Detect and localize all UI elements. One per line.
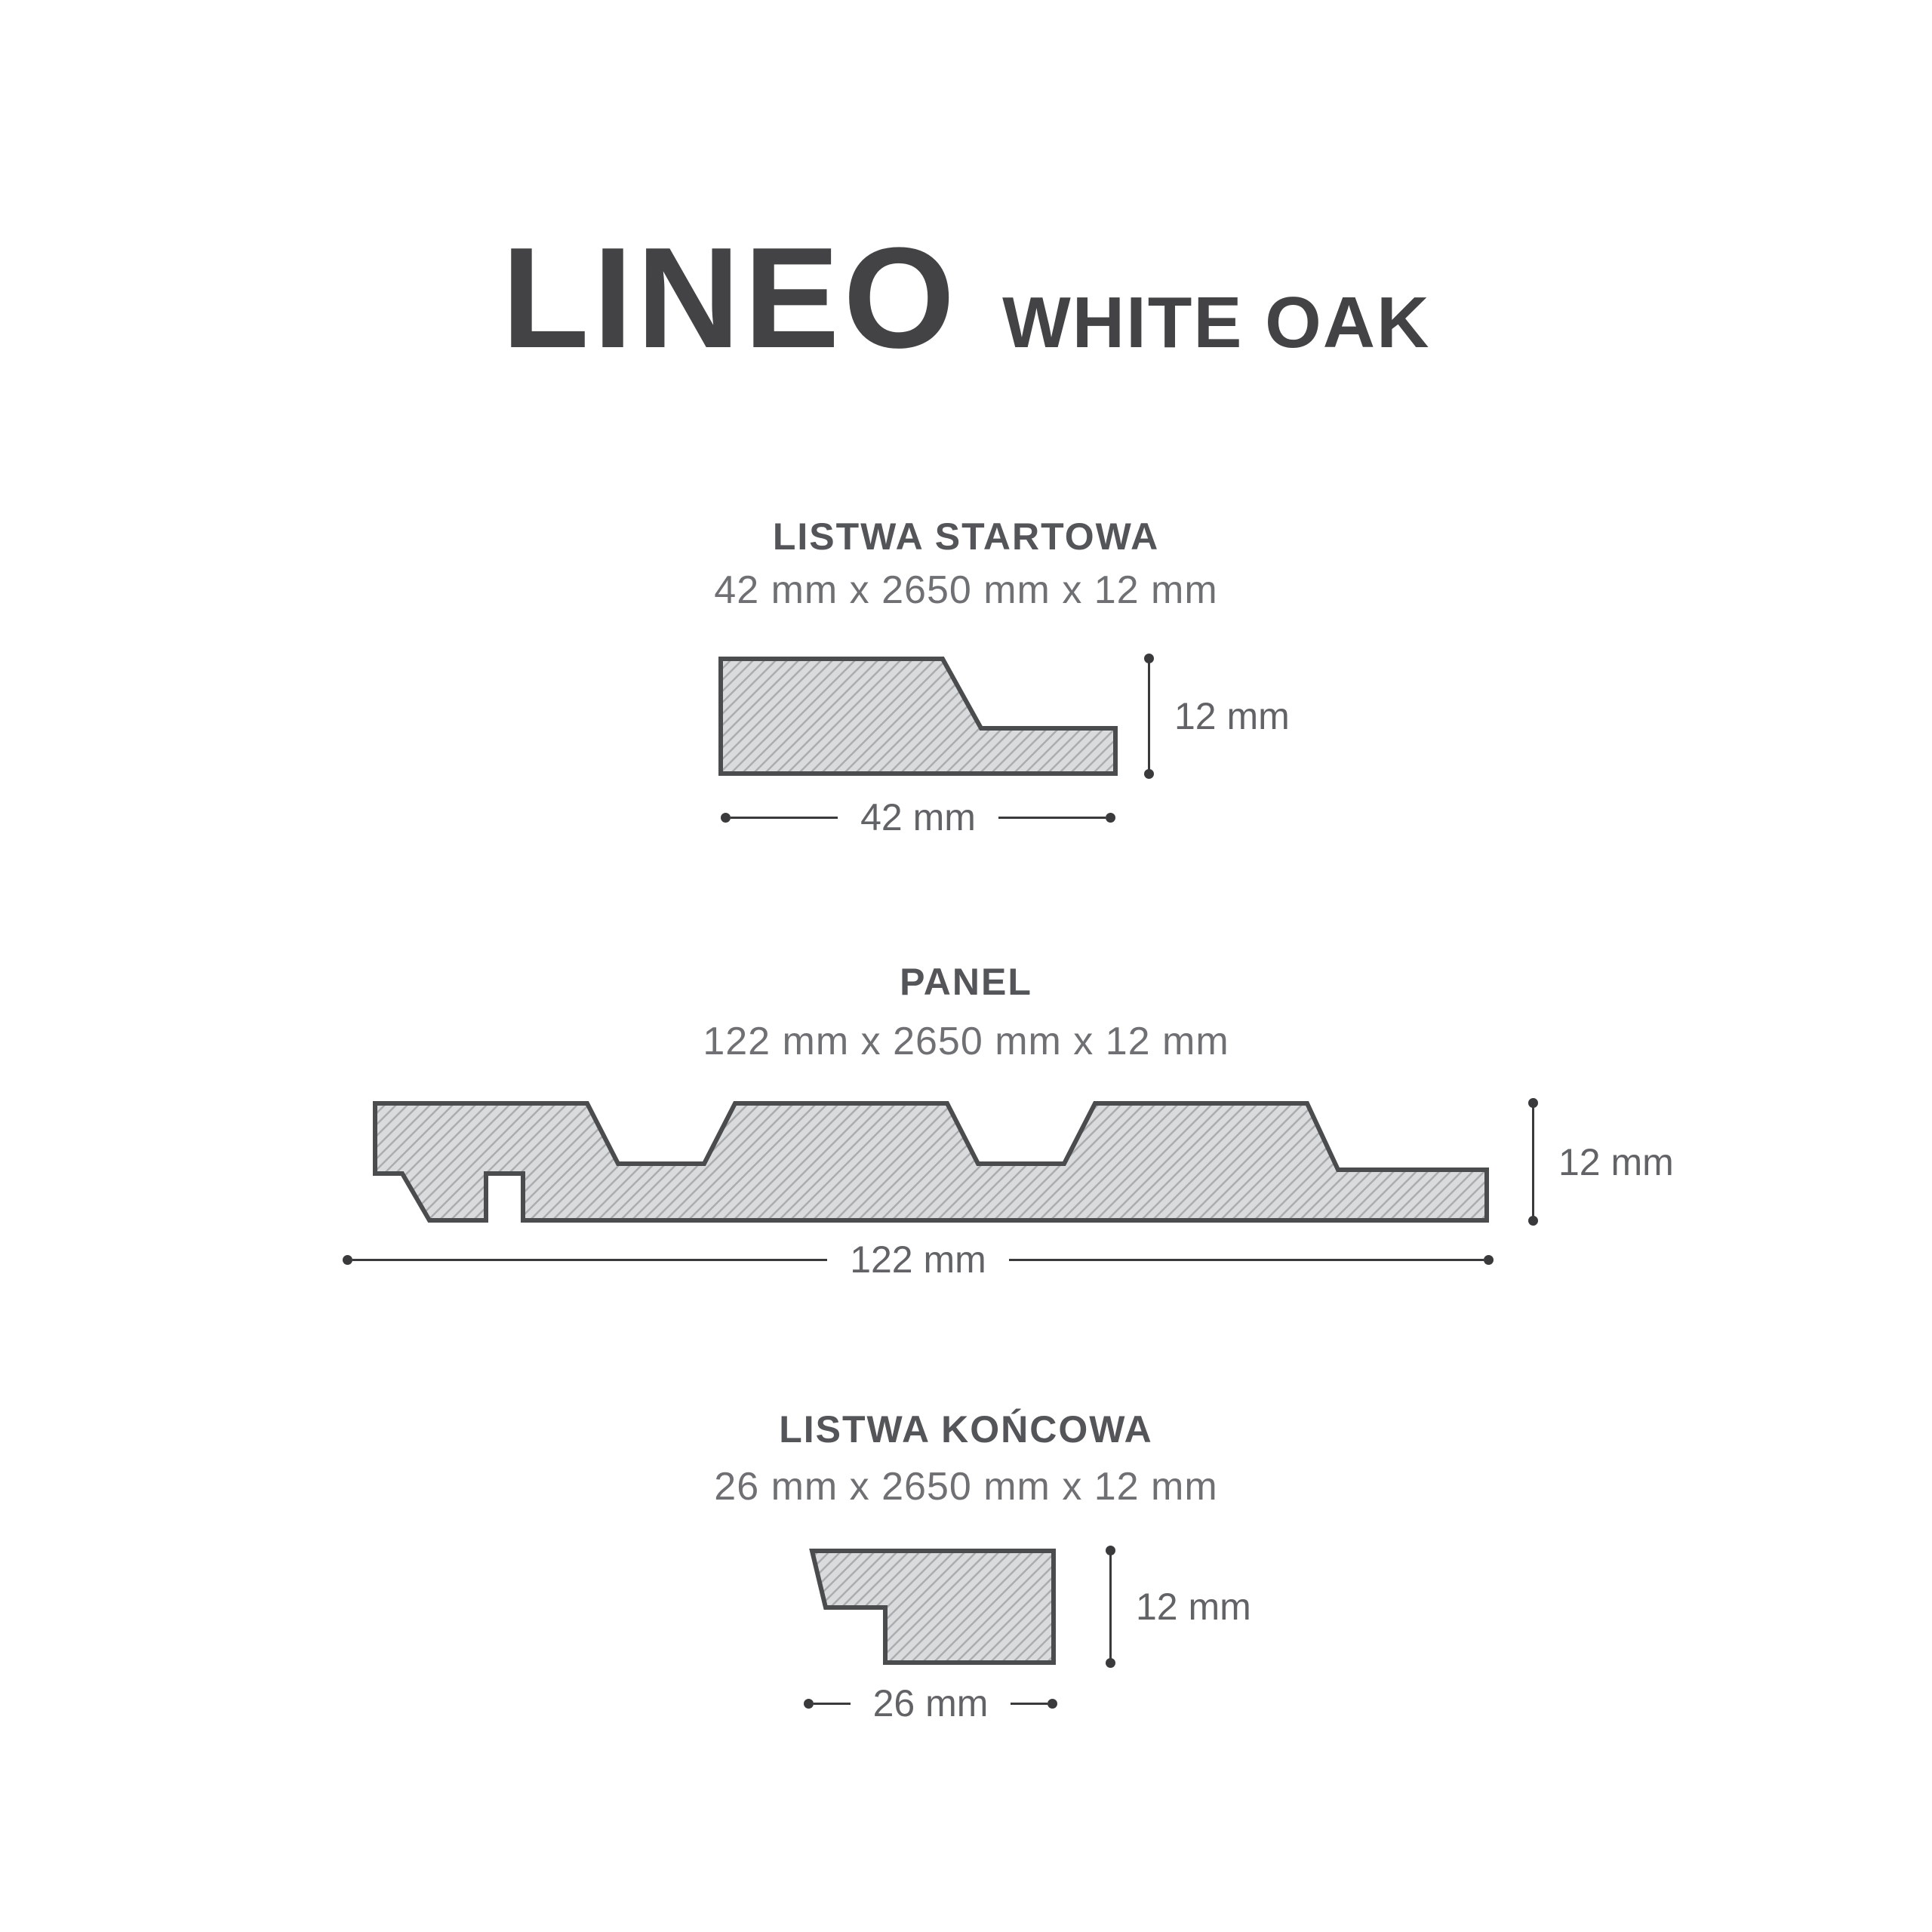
section-end-strip-name: LISTWA KOŃCOWA (779, 1408, 1153, 1451)
panel-height-dimension-line (1528, 1098, 1538, 1226)
product-variant: WHITE OAK (1002, 282, 1431, 363)
panel-height-label: 12 mm (1558, 1140, 1674, 1183)
section-panel-name: PANEL (900, 961, 1032, 1003)
end-strip-width-dimension: 26 mm (804, 1681, 1057, 1726)
end-strip-height-label: 12 mm (1136, 1586, 1251, 1628)
dimension-endpoint-dot (1106, 812, 1115, 823)
section-panel-size: 122 mm x 2650 mm x 12 mm (703, 1020, 1229, 1063)
product-name: LINEO (501, 218, 959, 378)
panel-profile-drawing (373, 1101, 1489, 1223)
dimension-endpoint-dot (1528, 1216, 1538, 1226)
end-strip-profile-drawing (809, 1549, 1056, 1665)
section-end-strip-size: 26 mm x 2650 mm x 12 mm (714, 1465, 1218, 1509)
dimension-line (352, 1258, 828, 1261)
dimension-endpoint-dot (1106, 1546, 1115, 1555)
section-start-strip-size: 42 mm x 2650 mm x 12 mm (714, 568, 1218, 612)
end-strip-width-label: 26 mm (872, 1682, 989, 1724)
dimension-endpoint-dot (1144, 654, 1154, 663)
dimension-endpoint-dot (804, 1698, 814, 1709)
start-strip-width-label: 42 mm (860, 796, 976, 838)
end-strip-height-dimension-line (1106, 1546, 1115, 1668)
panel-width-dimension: 122 mm (343, 1237, 1494, 1282)
start-strip-height-label: 12 mm (1174, 695, 1290, 737)
dimension-endpoint-dot (1048, 1698, 1057, 1709)
dimension-endpoint-dot (1144, 769, 1154, 779)
start-strip-profile-drawing (718, 657, 1118, 776)
dimension-line (1011, 1702, 1048, 1705)
dimension-line (998, 816, 1106, 819)
start-strip-width-dimension: 42 mm (721, 795, 1115, 840)
dimension-endpoint-dot (343, 1254, 352, 1265)
panel-width-label: 122 mm (850, 1238, 986, 1281)
dimension-endpoint-dot (1484, 1254, 1494, 1265)
start-strip-height-dimension-line (1144, 654, 1154, 779)
dimension-line (1008, 1258, 1484, 1261)
dimension-endpoint-dot (1528, 1098, 1538, 1108)
page-title: LINEO WHITE OAK (0, 226, 1932, 370)
dimension-line (814, 1702, 851, 1705)
dimension-endpoint-dot (721, 812, 731, 823)
section-start-strip-name: LISTWA STARTOWA (772, 515, 1160, 558)
dimension-line (731, 816, 838, 819)
dimension-endpoint-dot (1106, 1658, 1115, 1668)
